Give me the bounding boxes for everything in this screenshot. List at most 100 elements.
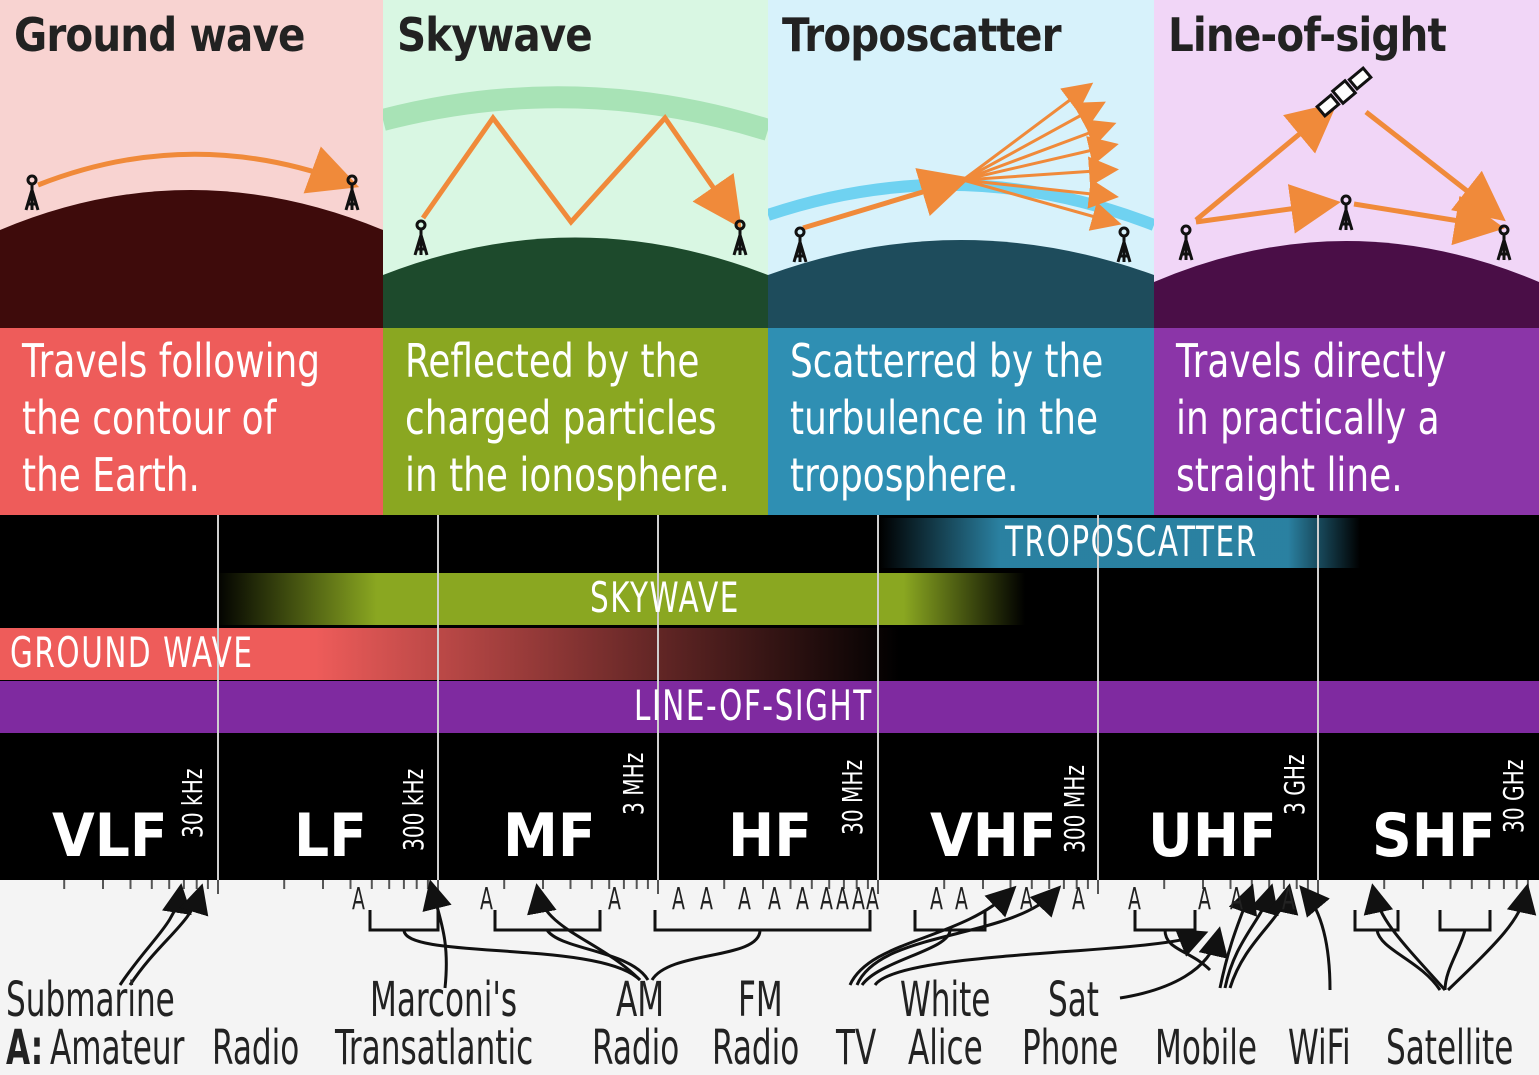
skywave-path xyxy=(420,113,742,229)
ground-wave-panel: Ground wave Travels following the contou… xyxy=(0,0,383,515)
description-line: troposphere. xyxy=(790,448,1019,502)
antenna-icon xyxy=(792,226,808,263)
amateur-marker: A xyxy=(1198,882,1211,917)
app-white-alice-line1: White xyxy=(900,972,991,1028)
amateur-marker: A xyxy=(836,882,849,917)
antenna-icon xyxy=(1178,224,1194,261)
app-am-line1: AM xyxy=(616,972,665,1028)
panel-description: Scatterred by the turbulence in the trop… xyxy=(768,328,1154,515)
description-line: the Earth. xyxy=(22,448,200,502)
earth-curve xyxy=(1154,241,1539,330)
description-line: the contour of xyxy=(22,391,277,445)
amateur-marker: A xyxy=(672,882,685,917)
troposcatter-label: TROPOSCATTER xyxy=(1005,517,1258,566)
band-hf: HF xyxy=(728,801,812,871)
description-line: straight line. xyxy=(1176,448,1403,502)
amateur-marker: A xyxy=(1128,882,1141,917)
antenna-icon xyxy=(24,174,40,211)
line-of-sight-illustration xyxy=(1154,66,1539,330)
troposcatter-illustration xyxy=(768,82,1154,330)
ground-wave-label: GROUND WAVE xyxy=(10,628,254,677)
amateur-marker: A xyxy=(480,882,493,917)
frequency-limit: 30 MHz xyxy=(836,759,869,835)
amateur-marker: A xyxy=(768,882,781,917)
skywave-label: SKYWAVE xyxy=(590,573,740,622)
application-connectors xyxy=(63,880,1537,1000)
app-white-alice-line2: Alice xyxy=(908,1020,983,1075)
troposcatter-panel: Troposcatter Scatterred by the turbulenc… xyxy=(768,0,1154,515)
earth-curve xyxy=(768,240,1154,330)
band-shf: SHF xyxy=(1372,801,1496,871)
frequency-limit: 30 kHz xyxy=(176,768,209,838)
amateur-marker: A xyxy=(1020,882,1033,917)
legend-amateur: Amateur xyxy=(50,1020,185,1075)
frequency-limit: 3 GHz xyxy=(1278,754,1311,815)
legend-key: A: xyxy=(6,1020,44,1075)
ground-wave-bar xyxy=(0,628,900,680)
panel-title: Ground wave xyxy=(14,8,305,62)
panel-title: Line-of-sight xyxy=(1168,8,1447,62)
skywave-bar xyxy=(215,573,1025,625)
app-marconi-line2: Transatlantic xyxy=(335,1020,534,1075)
band-mf: MF xyxy=(503,801,596,871)
frequency-spectrum: TROPOSCATTER SKYWAVE GROUND WAVE LINE-OF… xyxy=(0,515,1539,880)
amateur-marker: A xyxy=(608,882,621,917)
app-fm-line2: Radio xyxy=(712,1020,800,1075)
ionosphere-layer xyxy=(383,86,768,141)
line-of-sight-panel: Line-of-sight Travels directly in practi… xyxy=(1154,0,1539,515)
description-line: Travels directly xyxy=(1176,334,1447,388)
app-sat-phone-line1: Sat xyxy=(1048,972,1099,1028)
amateur-marker: A xyxy=(820,882,833,917)
band-uhf: UHF xyxy=(1148,801,1277,871)
description-line: Scatterred by the xyxy=(790,334,1104,388)
amateur-marker: A xyxy=(352,882,365,917)
earth-curve xyxy=(0,190,383,330)
connector-lines xyxy=(118,880,1537,1000)
downlink-beam xyxy=(1364,110,1506,222)
band-dividers xyxy=(217,515,1319,880)
panel-title: Troposcatter xyxy=(782,8,1062,62)
antenna-icon xyxy=(1496,224,1512,261)
description-line: in the ionosphere. xyxy=(405,448,730,502)
description-line: Travels following xyxy=(22,334,321,388)
antenna-icon xyxy=(732,219,748,256)
satellite-icon xyxy=(1315,66,1373,118)
spectrum-bars xyxy=(0,515,1539,880)
earth-curve xyxy=(383,237,768,330)
app-am-line2: Radio xyxy=(592,1020,680,1075)
skywave-illustration xyxy=(383,86,768,330)
app-satellite: Satellite xyxy=(1386,1020,1514,1075)
amateur-marker: A xyxy=(738,882,751,917)
band-lf: LF xyxy=(294,801,367,871)
amateur-marker: A xyxy=(1230,882,1243,917)
troposcatter-bar xyxy=(880,518,1360,568)
ground-wave-illustration xyxy=(0,146,383,330)
band-vlf: VLF xyxy=(52,801,168,871)
incident-beam xyxy=(802,168,971,231)
panel-description: Reflected by the charged particles in th… xyxy=(383,328,768,515)
ground-wave-arrow xyxy=(37,146,360,194)
description-line: Reflected by the xyxy=(405,334,700,388)
amateur-marker: A xyxy=(1282,882,1295,917)
app-tv: TV xyxy=(836,1020,877,1075)
antenna-icon xyxy=(344,174,360,211)
description-line: charged particles xyxy=(405,391,717,445)
amateur-marker: A xyxy=(1072,882,1085,917)
uplink-beam xyxy=(1194,102,1338,222)
amateur-marker: A xyxy=(852,882,865,917)
amateur-marker: A xyxy=(700,882,713,917)
amateur-marker: A xyxy=(866,882,879,917)
description-line: in practically a xyxy=(1176,391,1440,445)
app-mobile: Mobile xyxy=(1155,1020,1258,1075)
antenna-icon xyxy=(1116,226,1132,263)
scattered-beams xyxy=(962,82,1122,231)
antenna-icon xyxy=(413,219,429,256)
frequency-limit: 30 GHz xyxy=(1497,759,1530,833)
line-of-sight-label: LINE-OF-SIGHT xyxy=(634,681,873,730)
line-of-sight-bar xyxy=(0,681,1539,733)
direct-beam xyxy=(1353,195,1505,246)
amateur-marker: A xyxy=(955,882,968,917)
frequency-limit: 300 kHz xyxy=(397,768,430,851)
app-marconi-line1: Marconi's xyxy=(370,972,518,1028)
frequency-limit: 3 MHz xyxy=(617,752,650,815)
